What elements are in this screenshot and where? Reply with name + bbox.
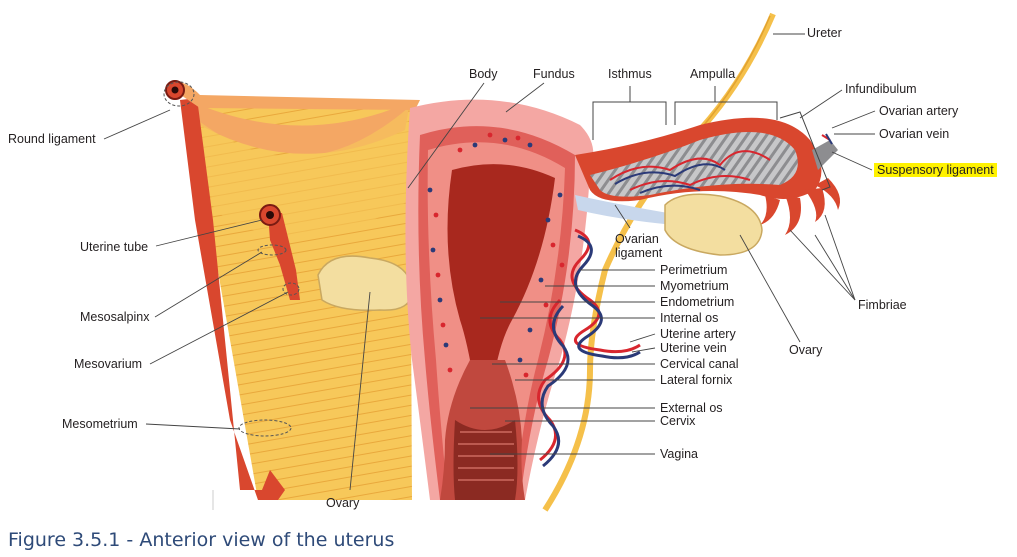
label-mesovarium: Mesovarium bbox=[74, 357, 143, 371]
right-ovary bbox=[664, 193, 763, 256]
label-fundus: Fundus bbox=[533, 67, 575, 81]
label-round-ligament: Round ligament bbox=[8, 132, 96, 146]
label-body: Body bbox=[469, 67, 498, 81]
label-perimetrium: Perimetrium bbox=[660, 263, 728, 277]
label-mesometrium: Mesometrium bbox=[62, 417, 138, 431]
label-ovary-right: Ovary bbox=[789, 343, 823, 357]
label-cervical-canal: Cervical canal bbox=[660, 357, 739, 371]
label-uterine-artery: Uterine artery bbox=[660, 327, 736, 341]
tube-brackets bbox=[592, 86, 831, 191]
label-uterine-tube: Uterine tube bbox=[80, 240, 149, 254]
label-ovarian-artery: Ovarian artery bbox=[879, 104, 959, 118]
leader-lines bbox=[103, 33, 876, 491]
label-infundibulum: Infundibulum bbox=[845, 82, 917, 96]
label-ovary-left: Ovary bbox=[326, 496, 360, 510]
ovarian-ligament-shape bbox=[575, 195, 680, 225]
uterine-vein bbox=[540, 234, 641, 468]
label-vagina: Vagina bbox=[660, 447, 698, 461]
label-ovarian-ligament: Ovarian ligament bbox=[615, 232, 663, 260]
figure-caption: Figure 3.5.1 - Anterior view of the uter… bbox=[8, 529, 395, 551]
uterine-cavity bbox=[447, 164, 555, 410]
label-suspensory-ligament: Suspensory ligament bbox=[874, 163, 997, 177]
label-isthmus: Isthmus bbox=[608, 67, 652, 81]
fimbriae bbox=[760, 178, 841, 235]
label-ureter: Ureter bbox=[807, 26, 842, 40]
label-endometrium: Endometrium bbox=[660, 295, 735, 309]
suspensory-ligament-shape bbox=[812, 140, 838, 170]
label-ovarian-vein: Ovarian vein bbox=[879, 127, 950, 141]
label-internal-os: Internal os bbox=[660, 311, 719, 325]
label-uterine-vein: Uterine vein bbox=[660, 341, 727, 355]
label-mesosalpinx: Mesosalpinx bbox=[80, 310, 150, 324]
round-ligament-shape bbox=[163, 80, 420, 500]
label-cervix: Cervix bbox=[660, 414, 696, 428]
label-external-os: External os bbox=[660, 401, 723, 415]
vascular-dots bbox=[427, 137, 563, 363]
label-lateral-fornix: Lateral fornix bbox=[660, 373, 733, 387]
label-ampulla: Ampulla bbox=[690, 67, 736, 81]
label-fimbriae: Fimbriae bbox=[858, 298, 907, 312]
label-myometrium: Myometrium bbox=[660, 279, 729, 293]
uterine-tube-left bbox=[238, 204, 300, 437]
